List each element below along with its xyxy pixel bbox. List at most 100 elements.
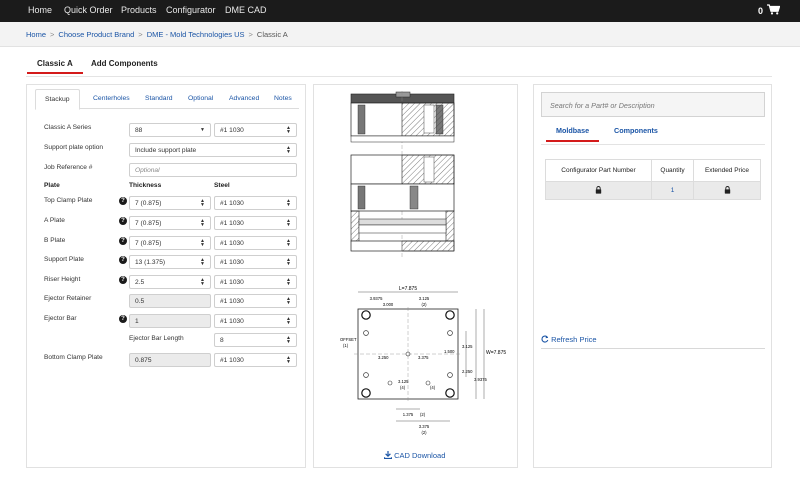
dim-label: 3.9375 [370, 296, 383, 301]
dim-label: (4) [430, 385, 436, 390]
support-plate-steel-select[interactable]: #1 1030▲▼ [214, 255, 297, 269]
sort-arrows-icon: ▲▼ [286, 257, 291, 267]
sort-arrows-icon: ▲▼ [286, 296, 291, 306]
nav-quick-order[interactable]: Quick Order [64, 5, 113, 15]
bottom-clamp-steel-select[interactable]: #1 1030▲▼ [214, 353, 297, 367]
subtab-centerholes[interactable]: Centerholes [93, 95, 130, 102]
extended-price-header: Extended Price [693, 159, 761, 182]
breadcrumb-dme[interactable]: DME - Mold Technologies US [146, 30, 245, 39]
a-plate-thickness-value: 7 (0.875) [135, 220, 162, 227]
top-nav: Home Quick Order Products Configurator D… [0, 0, 800, 22]
subtab-notes[interactable]: Notes [274, 95, 292, 102]
subtab-stackup[interactable]: Stackup [35, 89, 80, 110]
bottom-clamp-value: 0.875 [135, 357, 152, 364]
series-steel-select[interactable]: #1 1030▲▼ [214, 123, 297, 137]
breadcrumb-separator: > [138, 30, 143, 39]
help-icon[interactable]: ? [119, 276, 127, 284]
help-icon[interactable]: ? [119, 217, 127, 225]
nav-configurator[interactable]: Configurator [166, 5, 216, 15]
breadcrumb-separator: > [248, 30, 253, 39]
sort-arrows-icon: ▲▼ [286, 218, 291, 228]
top-clamp-steel-value: #1 1030 [220, 200, 244, 207]
sort-arrows-icon: ▲▼ [286, 335, 291, 345]
riser-height-select[interactable]: 2.5▲▼ [129, 275, 211, 289]
ejector-retainer-steel-select[interactable]: #1 1030 ▲▼ [214, 294, 297, 308]
a-plate-steel-select[interactable]: #1 1030▲▼ [214, 216, 297, 230]
subtab-advanced[interactable]: Advanced [229, 95, 260, 102]
parts-table: Configurator Part Number Quantity Extend… [545, 159, 761, 200]
top-clamp-steel-select[interactable]: #1 1030▲▼ [214, 196, 297, 210]
cad-download-label: CAD Download [394, 451, 446, 460]
ejector-bar-label: Ejector Bar [44, 315, 77, 322]
sort-arrows-icon: ▲▼ [200, 238, 205, 248]
lock-icon [724, 185, 731, 196]
help-icon[interactable]: ? [119, 237, 127, 245]
dim-label: 3.375 [419, 424, 430, 429]
series-label: Classic A Series [44, 124, 92, 131]
help-icon[interactable]: ? [119, 315, 127, 323]
tab-components[interactable]: Components [614, 126, 658, 135]
ejector-retainer-steel-value: #1 1030 [220, 298, 244, 305]
b-plate-steel-value: #1 1030 [220, 240, 244, 247]
subtab-optional[interactable]: Optional [188, 95, 214, 102]
b-plate-label: B Plate [44, 237, 66, 244]
dim-label: 3.250 [378, 355, 389, 360]
subtab-standard[interactable]: Standard [145, 95, 173, 102]
sort-arrows-icon: ▲▼ [200, 198, 205, 208]
support-plate-thickness-value: 13 (1.375) [135, 259, 166, 266]
steel-column-header: Steel [214, 182, 230, 189]
b-plate-steel-select[interactable]: #1 1030▲▼ [214, 236, 297, 250]
riser-steel-select[interactable]: #1 1030▲▼ [214, 275, 297, 289]
cart-button[interactable]: 0 [758, 4, 781, 17]
dim-label: OFFSET [340, 337, 357, 342]
dim-label: 3.125 [419, 296, 430, 301]
b-plate-thickness-select[interactable]: 7 (0.875) ▲▼ [129, 236, 211, 250]
dim-label: (2) [420, 412, 426, 417]
dim-label: 3.000 [383, 302, 394, 307]
series-steel-value: #1 1030 [220, 127, 244, 134]
nav-home[interactable]: Home [28, 5, 53, 15]
tab-moldbase[interactable]: Moldbase [545, 126, 600, 142]
part-search-input[interactable]: Search for a Part# or Description [541, 92, 765, 117]
dim-label: W=7.875 [486, 350, 506, 356]
nav-products[interactable]: Products [121, 5, 157, 15]
series-select[interactable]: 88▼ [129, 123, 211, 137]
quantity-cell[interactable]: 1 [651, 181, 694, 200]
tab-add-components[interactable]: Add Components [91, 59, 158, 68]
cart-icon [767, 4, 781, 17]
ejector-bar-length-value: 8 [220, 337, 224, 344]
table-row: 1 [545, 181, 761, 200]
dim-label: 2.250 [462, 369, 473, 374]
a-plate-thickness-select[interactable]: 7 (0.875)▲▼ [129, 216, 211, 230]
dim-label: 3.125 [398, 379, 409, 384]
moldbase-section-drawing [350, 91, 455, 259]
ejector-retainer-field: 0.5 [129, 294, 211, 308]
part-search-placeholder: Search for a Part# or Description [550, 101, 655, 110]
sort-arrows-icon: ▲▼ [286, 355, 291, 365]
top-clamp-thickness-select[interactable]: 7 (0.875)▲▼ [129, 196, 211, 210]
cad-download-button[interactable]: CAD Download [383, 451, 446, 460]
breadcrumb-separator: > [50, 30, 55, 39]
breadcrumb-choose-brand[interactable]: Choose Product Brand [58, 30, 135, 39]
ejector-bar-length-select[interactable]: 8 ▲▼ [214, 333, 297, 347]
tab-classic-a[interactable]: Classic A [27, 59, 83, 74]
support-option-select[interactable]: Include support plate▲▼ [129, 143, 297, 157]
b-plate-thickness-value: 7 (0.875) [135, 240, 162, 247]
moldbase-plan-drawing: L=7.875 3.9375 3.125 3.000 (2) OFFSET (1… [340, 286, 506, 435]
refresh-price-button[interactable]: Refresh Price [541, 335, 597, 344]
dim-label: (1) [343, 343, 349, 348]
dim-label: 3.375 [418, 355, 429, 360]
nav-dme-cad[interactable]: DME CAD [225, 5, 267, 15]
job-reference-input[interactable]: Optional [129, 163, 297, 177]
help-icon[interactable]: ? [119, 197, 127, 205]
tabs-divider [26, 76, 772, 77]
support-plate-thickness-select[interactable]: 13 (1.375)▲▼ [129, 255, 211, 269]
help-icon[interactable]: ? [119, 256, 127, 264]
ejector-bar-steel-select[interactable]: #1 1030▲▼ [214, 314, 297, 328]
plate-column-header: Plate [44, 182, 60, 189]
breadcrumb-home[interactable]: Home [26, 30, 47, 39]
riser-height-value: 2.5 [135, 279, 145, 286]
refresh-price-label: Refresh Price [551, 335, 597, 344]
dim-label: (4) [400, 385, 406, 390]
ejector-retainer-label: Ejector Retainer [44, 295, 92, 302]
